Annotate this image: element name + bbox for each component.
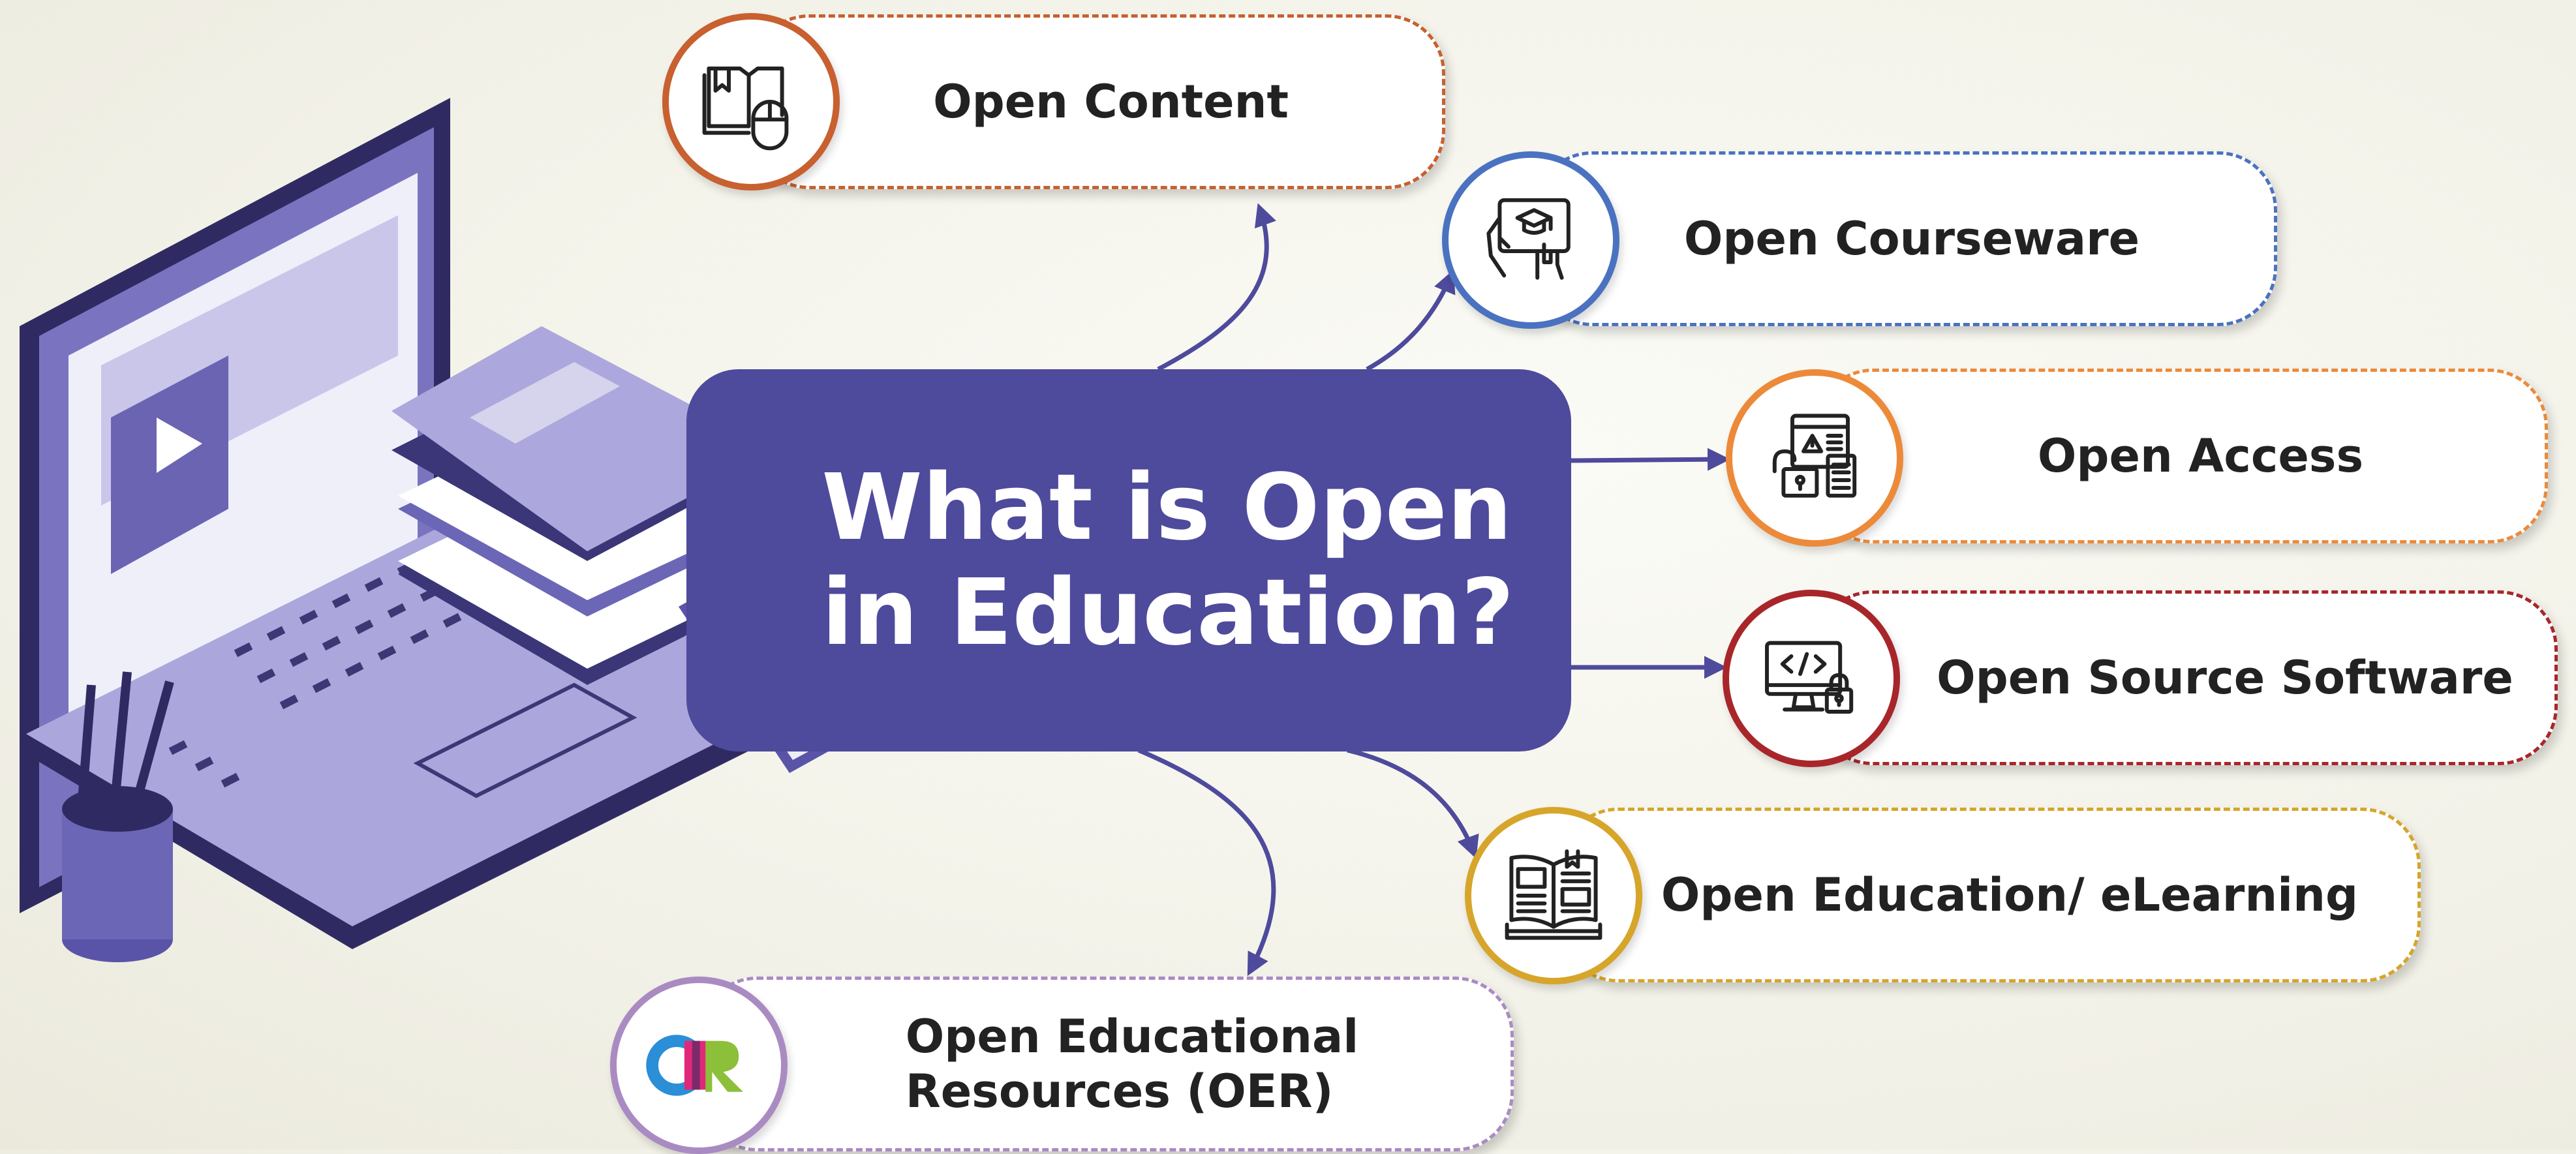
node-open-courseware-pill: Open Courseware (1533, 151, 2277, 326)
node-open-education-elearning-circle (1465, 807, 1642, 984)
node-open-courseware-label: Open Courseware (1683, 212, 2140, 266)
arrow-to-open-content (1157, 203, 1276, 372)
center-title: What is Open in Education? (821, 455, 1514, 666)
node-open-access-pill: Open Access (1814, 369, 2548, 543)
open-book-icon (1505, 849, 1602, 940)
node-open-content-pill: Open Content (750, 14, 1445, 189)
unlocked-documents-icon (1772, 414, 1857, 498)
tablet-graduation-icon (1486, 198, 1571, 280)
node-open-access-label: Open Access (2037, 429, 2364, 483)
node-open-educational-resources-label: Open Educational Resources (OER) (905, 1010, 1359, 1118)
node-open-content-circle (662, 13, 840, 190)
arrow-to-open-courseware (1366, 269, 1456, 372)
arrow-to-open-education-elearning (1347, 748, 1479, 859)
arrow-to-open-educational-resources (1137, 748, 1276, 977)
code-monitor-lock-icon (1765, 641, 1854, 714)
node-open-access-circle (1726, 369, 1903, 547)
center-title-box: What is Open in Education? (686, 369, 1571, 752)
node-open-education-elearning-label: Open Education/ eLearning (1661, 868, 2359, 922)
node-open-source-software-label: Open Source Software (1937, 651, 2513, 705)
node-open-source-software-circle (1723, 590, 1900, 767)
node-open-education-elearning-pill: Open Education/ eLearning (1559, 808, 2421, 982)
oer-logo-icon (646, 1035, 743, 1096)
node-open-content-label: Open Content (933, 75, 1289, 129)
node-open-educational-resources-circle (610, 977, 788, 1154)
node-open-source-software-pill: Open Source Software (1814, 590, 2558, 765)
node-open-educational-resources-pill: Open Educational Resources (OER) (698, 977, 1514, 1151)
book-mouse-icon (702, 67, 789, 151)
node-open-courseware-circle (1442, 151, 1619, 329)
arrow-to-open-access (1571, 448, 1730, 471)
